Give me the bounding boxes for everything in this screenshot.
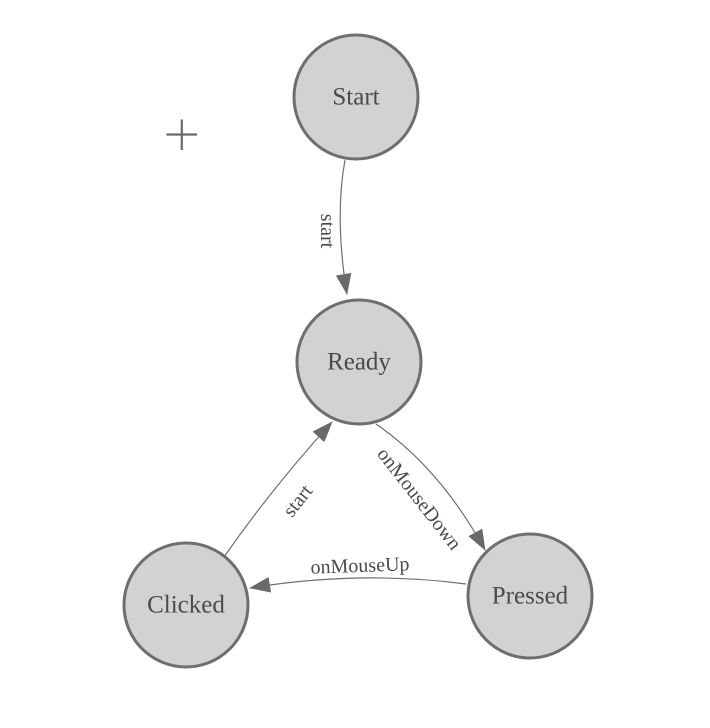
state-circle-pressed[interactable] xyxy=(466,532,594,660)
state-node-pressed[interactable]: Pressed xyxy=(466,532,594,660)
transition-label-onmouseup: onMouseUp xyxy=(310,553,410,578)
transition-pressed-to-clicked[interactable]: onMouseUp xyxy=(249,553,467,593)
state-circle-start[interactable] xyxy=(292,33,420,161)
transition-ready-to-pressed[interactable]: onMouseDown xyxy=(372,423,486,554)
state-node-ready[interactable]: Ready xyxy=(295,298,423,426)
state-circle-ready[interactable] xyxy=(295,298,423,426)
transition-label-start-2: start xyxy=(279,480,318,521)
state-circle-clicked[interactable] xyxy=(122,541,250,669)
transition-label-start: start xyxy=(316,214,338,249)
state-node-clicked[interactable]: Clicked xyxy=(122,541,250,669)
transition-start-to-ready[interactable]: start xyxy=(316,159,352,295)
state-node-start[interactable]: Start xyxy=(292,33,420,161)
state-label-clicked: Clicked xyxy=(147,592,225,619)
state-label-ready: Ready xyxy=(327,349,391,376)
state-label-start: Start xyxy=(332,84,379,111)
plus-crosshair-icon[interactable] xyxy=(166,119,198,151)
transition-clicked-to-ready[interactable]: start xyxy=(223,421,333,558)
state-label-pressed: Pressed xyxy=(492,583,569,610)
